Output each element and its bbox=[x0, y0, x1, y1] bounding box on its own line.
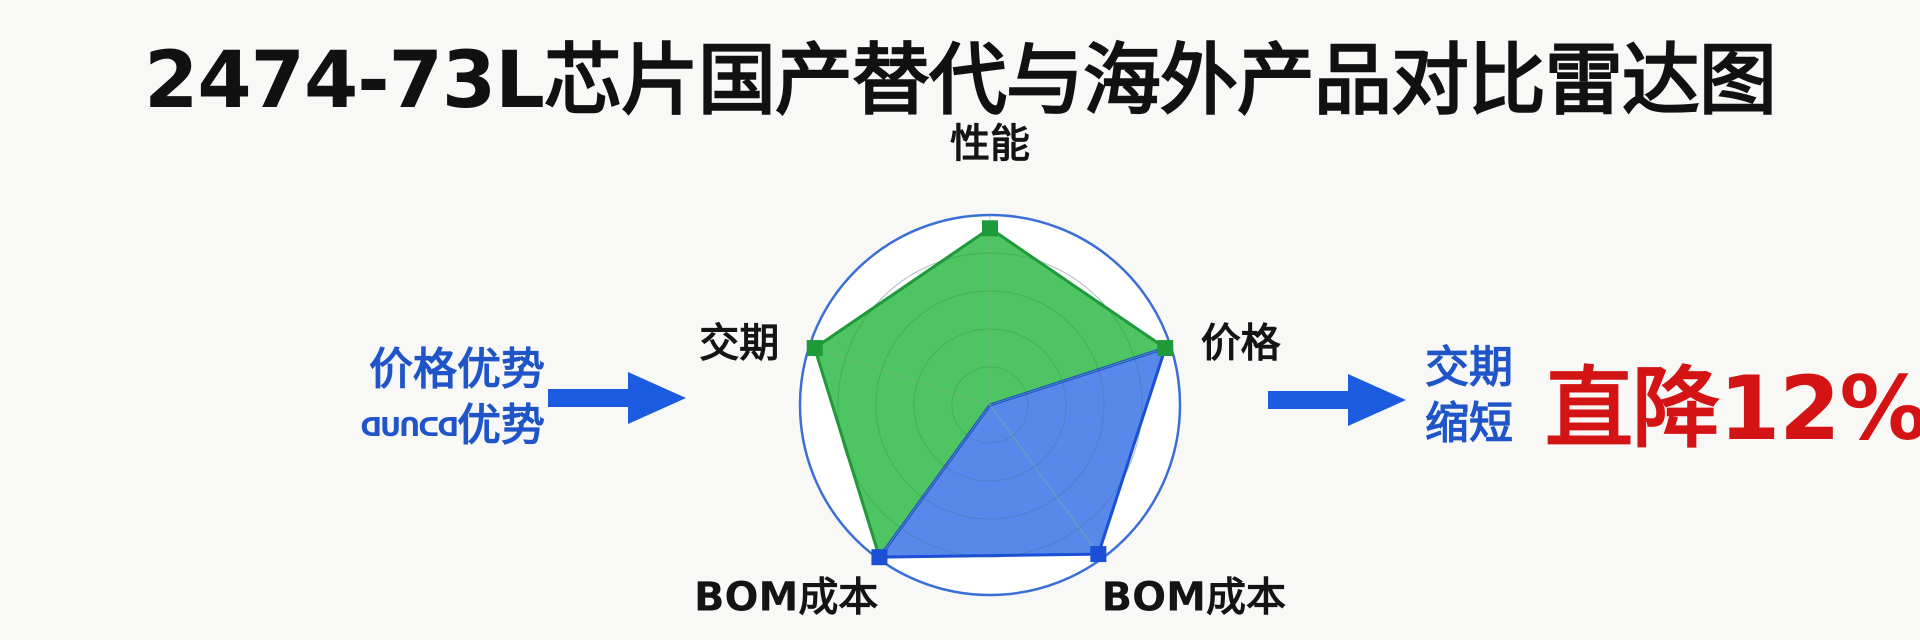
axis-spoke bbox=[809, 345, 991, 406]
highlight-text: 直降12% bbox=[1545, 357, 1920, 460]
garbled-prefix: ᗡᑌᑎᑕᗡ bbox=[360, 413, 459, 443]
right-callout-line1: 交期 bbox=[1425, 342, 1513, 393]
chart-title: 2474-73L芯片国产替代与海外产品对比雷达图 bbox=[144, 36, 1777, 126]
left-callout-line2-text: 优势 bbox=[457, 400, 545, 451]
axis-label: 性能 bbox=[950, 121, 1030, 167]
axis-label: 价格 bbox=[1201, 320, 1282, 366]
right-callout: 交期 缩短 bbox=[1425, 340, 1513, 452]
series-green-point bbox=[806, 340, 823, 357]
series-green-point bbox=[982, 220, 998, 237]
axis-spoke bbox=[877, 404, 991, 560]
right-callout-line2: 缩短 bbox=[1425, 398, 1513, 449]
right-arrow-icon bbox=[1268, 374, 1406, 426]
left-arrow-icon bbox=[548, 372, 686, 424]
left-callout-line2: ᗡᑌᑎᑕᗡ优势 bbox=[355, 398, 545, 456]
axis-label: BOM成本 bbox=[1102, 575, 1286, 621]
axis-label: BOM成本 bbox=[694, 575, 878, 621]
series-green-point bbox=[1157, 340, 1174, 357]
grid-ring-overlay bbox=[913, 328, 1067, 482]
axis-spoke bbox=[989, 345, 1171, 406]
series-blue-point bbox=[871, 549, 888, 566]
series-blue-point bbox=[1090, 546, 1107, 563]
grid-ring-overlay bbox=[951, 366, 1029, 444]
grid-ring-overlay bbox=[875, 290, 1105, 520]
axis-spoke bbox=[989, 404, 1103, 560]
axis-label: 交期 bbox=[699, 320, 779, 366]
left-callout: 价格优势 ᗡᑌᑎᑕᗡ优势 bbox=[355, 342, 545, 456]
grid-ring-overlay bbox=[837, 252, 1143, 558]
left-callout-line1: 价格优势 bbox=[369, 344, 545, 395]
